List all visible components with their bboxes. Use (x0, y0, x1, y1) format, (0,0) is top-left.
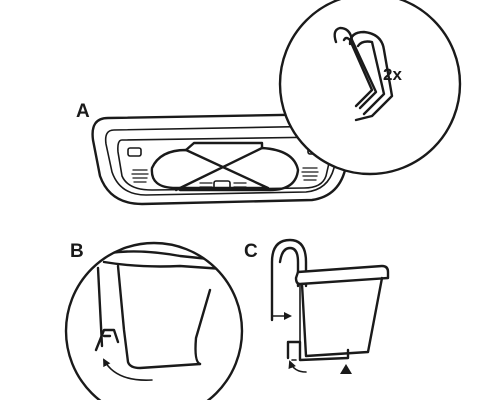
stored-hook-left (150, 148, 270, 190)
hook-clip (94, 328, 120, 352)
tray-vent-right (301, 167, 319, 181)
hanging-hook (270, 238, 308, 322)
panel-c: C (244, 238, 390, 374)
panel-b-label: B (70, 241, 84, 262)
hook-icon (150, 141, 300, 192)
tray-vent-center-left (199, 182, 213, 188)
hook-icon (333, 26, 394, 122)
tray-floor (117, 136, 334, 191)
callout-circle: 2x (278, 0, 462, 176)
tray-slot-left (127, 147, 142, 157)
bracket-bottom (286, 340, 350, 362)
zoom-hook-2b (356, 40, 386, 116)
arrow-up-icon (340, 364, 352, 374)
rail-vertical (96, 266, 104, 348)
basket-wall (116, 264, 202, 370)
curved-arrow-icon (288, 360, 307, 373)
hanging-hook-inner (278, 246, 300, 288)
basket-wall-right (194, 288, 212, 366)
tray-vent-center-right (233, 182, 247, 188)
container-body (300, 276, 384, 358)
panel-a: A (76, 0, 462, 206)
curved-arrow-icon (103, 358, 153, 381)
basket-rim-lower (102, 260, 240, 272)
panel-b: B (64, 241, 244, 405)
panel-a-label: A (76, 101, 90, 122)
stored-hook-left-bar (184, 141, 264, 152)
zoom-hook-2 (348, 30, 394, 122)
tray-vent-left (131, 169, 149, 183)
panel-c-label: C (244, 241, 258, 262)
callout-quantity: 2x (383, 65, 402, 84)
stored-hook-right (174, 146, 300, 192)
container-lid (294, 264, 390, 286)
